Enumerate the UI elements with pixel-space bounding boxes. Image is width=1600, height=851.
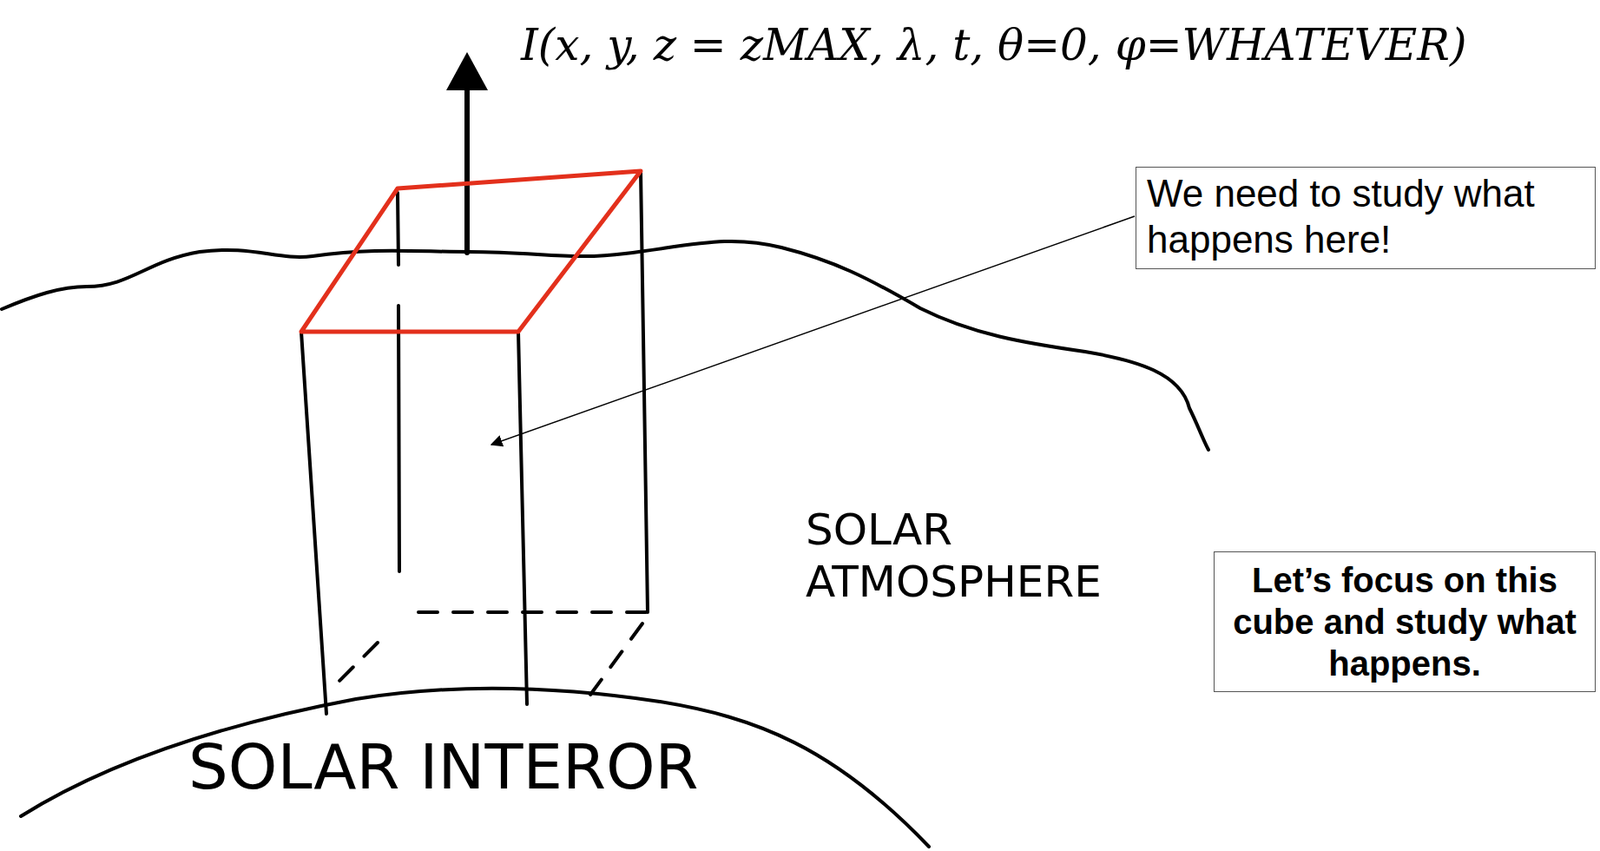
callout-box: We need to study what happens here! <box>1135 166 1596 270</box>
callout-leader <box>491 216 1135 445</box>
column-hidden-edges <box>334 612 648 695</box>
callout-text: We need to study what happens here! <box>1146 171 1587 264</box>
region-label: SOLAR ATMOSPHERE <box>805 503 1171 608</box>
intensity-arrow <box>464 82 470 253</box>
callout-text: Let’s focus on this cube and study what … <box>1219 559 1590 685</box>
intensity-formula: I(x, y, z = zMAX, λ, t, θ=0, φ=WHATEVER) <box>520 19 1468 72</box>
atmosphere-boundary <box>1 241 1209 450</box>
column-edges <box>301 171 648 714</box>
callout-box: Let’s focus on this cube and study what … <box>1213 551 1596 692</box>
column-top-face <box>301 171 641 332</box>
region-label: SOLAR INTEROR <box>188 729 699 804</box>
intensity-arrowhead <box>446 52 488 91</box>
interior-boundary <box>20 688 929 847</box>
